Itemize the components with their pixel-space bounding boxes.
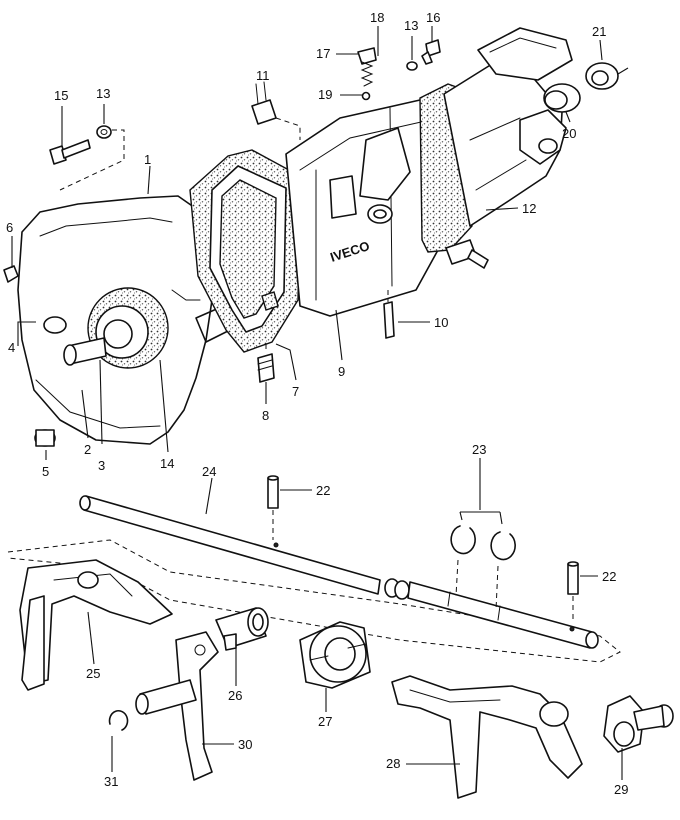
callout-10: 10 — [434, 315, 448, 330]
callout-13-top: 13 — [404, 18, 418, 33]
callout-22-right: 22 — [602, 569, 616, 584]
callout-17: 17 — [316, 46, 330, 61]
main-housing: IVECO — [261, 99, 441, 317]
callout-15: 15 — [54, 88, 68, 103]
leader-lines — [11, 26, 623, 780]
shift-fork-25 — [19, 559, 173, 691]
callout-28: 28 — [386, 756, 400, 771]
plug-11 — [251, 81, 277, 125]
callout-21: 21 — [592, 24, 606, 39]
extension-housing — [443, 27, 573, 227]
callout-22-left: 22 — [316, 483, 330, 498]
callout-29: 29 — [614, 782, 628, 797]
callout-labels: 1 2 3 4 5 6 7 8 9 10 11 12 13 13 14 15 1… — [6, 10, 628, 797]
callout-26: 26 — [228, 688, 242, 703]
speedo-sender — [445, 239, 489, 269]
callout-23: 23 — [472, 442, 486, 457]
callout-19: 19 — [318, 87, 332, 102]
callout-16: 16 — [426, 10, 440, 25]
callout-24: 24 — [202, 464, 216, 479]
callout-1: 1 — [144, 152, 151, 167]
sleeve-26 — [215, 607, 269, 651]
breather-8 — [257, 353, 275, 383]
callout-5: 5 — [42, 464, 49, 479]
bushing-21 — [585, 62, 619, 90]
alignment-line-11 — [275, 117, 301, 140]
detent-assembly-17-19 — [357, 47, 377, 101]
shift-fork-28 — [391, 675, 583, 799]
alignment-line-15 — [59, 129, 125, 191]
callout-14: 14 — [160, 456, 174, 471]
callout-12: 12 — [522, 201, 536, 216]
circlip-23-left — [450, 525, 476, 555]
callout-4: 4 — [8, 340, 15, 355]
callout-2: 2 — [84, 442, 91, 457]
callout-11: 11 — [256, 68, 270, 83]
callout-25: 25 — [86, 666, 100, 681]
dowel-pin-10 — [383, 301, 395, 339]
roll-pin-22-left — [267, 475, 279, 509]
selector-shaft-24 — [79, 495, 599, 649]
circlip-23-right — [490, 531, 516, 561]
callout-7: 7 — [292, 384, 299, 399]
callout-13-left: 13 — [96, 86, 110, 101]
roll-pin-22-right — [567, 561, 579, 595]
callout-30: 30 — [238, 737, 252, 752]
callout-20: 20 — [562, 126, 576, 141]
bolt-16 — [406, 39, 441, 71]
circlip-31 — [108, 710, 129, 731]
callout-18: 18 — [370, 10, 384, 25]
callout-27: 27 — [318, 714, 332, 729]
shift-lever-30 — [135, 631, 219, 781]
callout-3: 3 — [98, 458, 105, 473]
callout-8: 8 — [262, 408, 269, 423]
bolt-15 — [49, 125, 112, 165]
bell-housing — [3, 195, 239, 447]
selector-group-outline — [7, 539, 621, 663]
callout-6: 6 — [6, 220, 13, 235]
lever-29 — [603, 695, 674, 753]
callout-9: 9 — [338, 364, 345, 379]
synchro-sleeve-27 — [299, 621, 371, 689]
callout-31: 31 — [104, 774, 118, 789]
seal-20 — [543, 83, 581, 113]
